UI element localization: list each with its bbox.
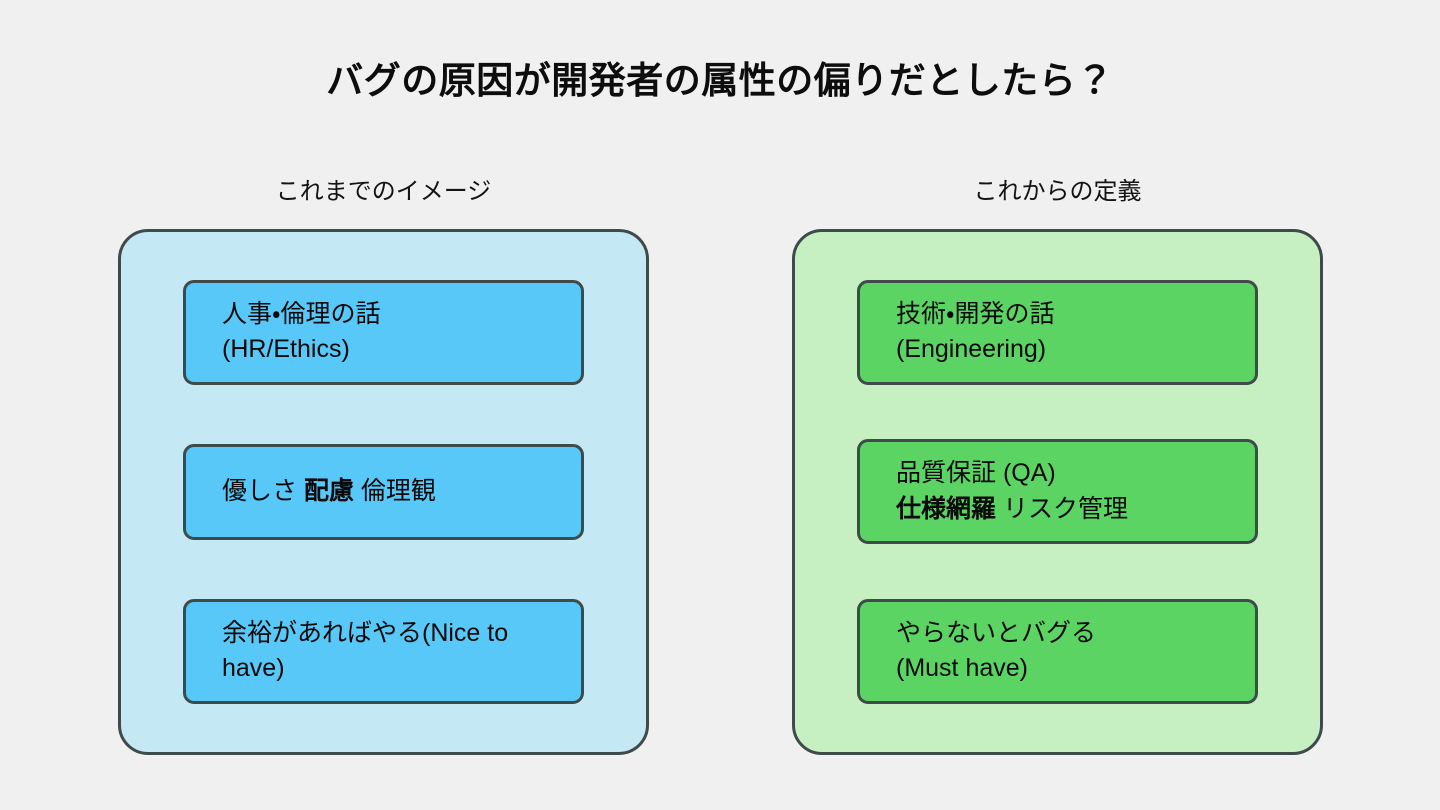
column-before: これまでのイメージ 人事・倫理の話 (HR/Ethics) 優しさ 配慮 倫理観… xyxy=(118,178,649,755)
card-text-pre: 優しさ xyxy=(222,477,304,506)
card-line: 仕様網羅 リスク管理 xyxy=(896,492,1237,528)
card-line: (HR/Ethics) xyxy=(222,335,350,364)
card-qa-coverage-risk[interactable]: 品質保証 (QA) 仕様網羅 リスク管理 xyxy=(857,439,1258,545)
page-title: バグの原因が開発者の属性の偏りだとしたら？ xyxy=(326,60,1114,101)
panel-after: 技術・開発の話 (Engineering) 品質保証 (QA) 仕様網羅 リスク… xyxy=(792,228,1323,755)
card-nice-to-have[interactable]: 余裕があればやる(Nice to have) xyxy=(183,598,584,704)
card-kindness-consideration-ethics[interactable]: 優しさ 配慮 倫理観 xyxy=(183,443,584,540)
column-header-before: これまでのイメージ xyxy=(275,178,492,205)
card-text-post: リスク管理 xyxy=(996,494,1128,523)
column-header-after: これからの定義 xyxy=(973,178,1142,205)
card-line: (Must have) xyxy=(896,654,1028,683)
card-text-bold: 配慮 xyxy=(303,477,354,506)
card-engineering[interactable]: 技術・開発の話 (Engineering) xyxy=(857,279,1258,385)
card-text-post: 倫理観 xyxy=(353,477,436,506)
card-line: 余裕があればやる(Nice to xyxy=(222,618,509,647)
card-line: (Engineering) xyxy=(896,335,1047,364)
card-line: 技術・開発の話 xyxy=(896,299,1055,328)
column-after: これからの定義 技術・開発の話 (Engineering) 品質保証 (QA) … xyxy=(792,178,1323,755)
card-line: have) xyxy=(222,654,285,683)
panel-before: 人事・倫理の話 (HR/Ethics) 優しさ 配慮 倫理観 余裕があればやる(… xyxy=(118,228,649,755)
card-line: 人事・倫理の話 xyxy=(222,299,381,328)
card-must-have[interactable]: やらないとバグる (Must have) xyxy=(857,598,1258,704)
card-line: 品質保証 (QA) xyxy=(896,459,1056,488)
card-text-bold: 仕様網羅 xyxy=(896,494,997,523)
card-line: 優しさ 配慮 倫理観 xyxy=(222,474,563,510)
card-line: やらないとバグる xyxy=(896,618,1097,647)
card-hr-ethics[interactable]: 人事・倫理の話 (HR/Ethics) xyxy=(183,279,584,385)
